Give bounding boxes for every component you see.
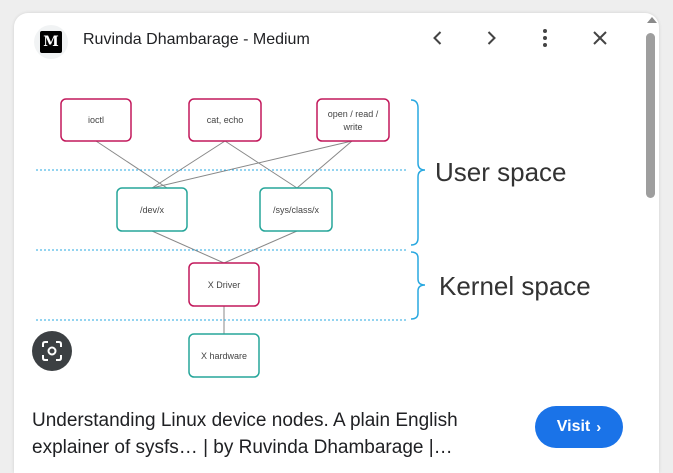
image-preview-panel: M Ruvinda Dhambarage - Medium <box>14 13 659 473</box>
diagram-image[interactable]: ioctl cat, echo open / read / write /dev… <box>14 75 659 385</box>
ioctl-label: ioctl <box>88 115 104 125</box>
result-title-line-1: Understanding Linux device nodes. A plai… <box>32 410 458 431</box>
user-space-label: User space <box>435 157 567 187</box>
more-options-button[interactable] <box>532 25 558 51</box>
x-hardware-label: X hardware <box>201 351 247 361</box>
close-button[interactable] <box>587 25 613 51</box>
previous-button[interactable] <box>425 25 451 51</box>
result-title[interactable]: Understanding Linux device nodes. A plai… <box>32 407 502 461</box>
cat-echo-box <box>188 98 262 142</box>
lens-search-button[interactable] <box>32 331 72 371</box>
visit-label: Visit <box>556 418 591 435</box>
connector-lines <box>95 140 353 334</box>
panel-header: M Ruvinda Dhambarage - Medium <box>14 13 659 69</box>
ioctl-box <box>60 98 132 142</box>
user-space-brace <box>410 99 426 246</box>
open-read-label-2: write <box>342 122 362 132</box>
more-vert-icon <box>543 29 547 47</box>
site-favicon: M <box>34 25 68 59</box>
scroll-up-arrow-icon[interactable] <box>647 17 657 23</box>
visit-button[interactable]: Visit › <box>535 406 623 448</box>
next-button[interactable] <box>478 25 504 51</box>
chevron-left-icon <box>433 31 442 45</box>
lens-search-icon <box>42 341 62 361</box>
kernel-space-label: Kernel space <box>439 271 591 301</box>
result-title-line-2: explainer of sysfs… | by Ruvinda Dhambar… <box>32 437 453 458</box>
close-icon <box>593 31 607 45</box>
sys-class-x-label: /sys/class/x <box>273 205 320 215</box>
sys-class-x-box <box>259 187 333 232</box>
x-hardware-box <box>188 333 260 378</box>
linux-device-diagram: ioctl cat, echo open / read / write /dev… <box>36 98 591 378</box>
x-driver-label: X Driver <box>208 280 241 290</box>
dev-x-box <box>116 187 188 232</box>
open-read-write-box <box>316 98 390 142</box>
medium-logo: M <box>40 31 62 53</box>
cat-echo-label: cat, echo <box>207 115 244 125</box>
site-name[interactable]: Ruvinda Dhambarage - Medium <box>83 31 310 48</box>
x-driver-box <box>188 262 260 307</box>
scrollbar-thumb[interactable] <box>646 33 655 198</box>
chevron-right-icon <box>487 31 496 45</box>
chevron-right-icon: › <box>596 418 602 436</box>
open-read-label-1: open / read / <box>328 109 379 119</box>
kernel-space-brace <box>410 251 426 320</box>
dev-x-label: /dev/x <box>140 205 165 215</box>
scrollbar[interactable] <box>643 13 659 465</box>
